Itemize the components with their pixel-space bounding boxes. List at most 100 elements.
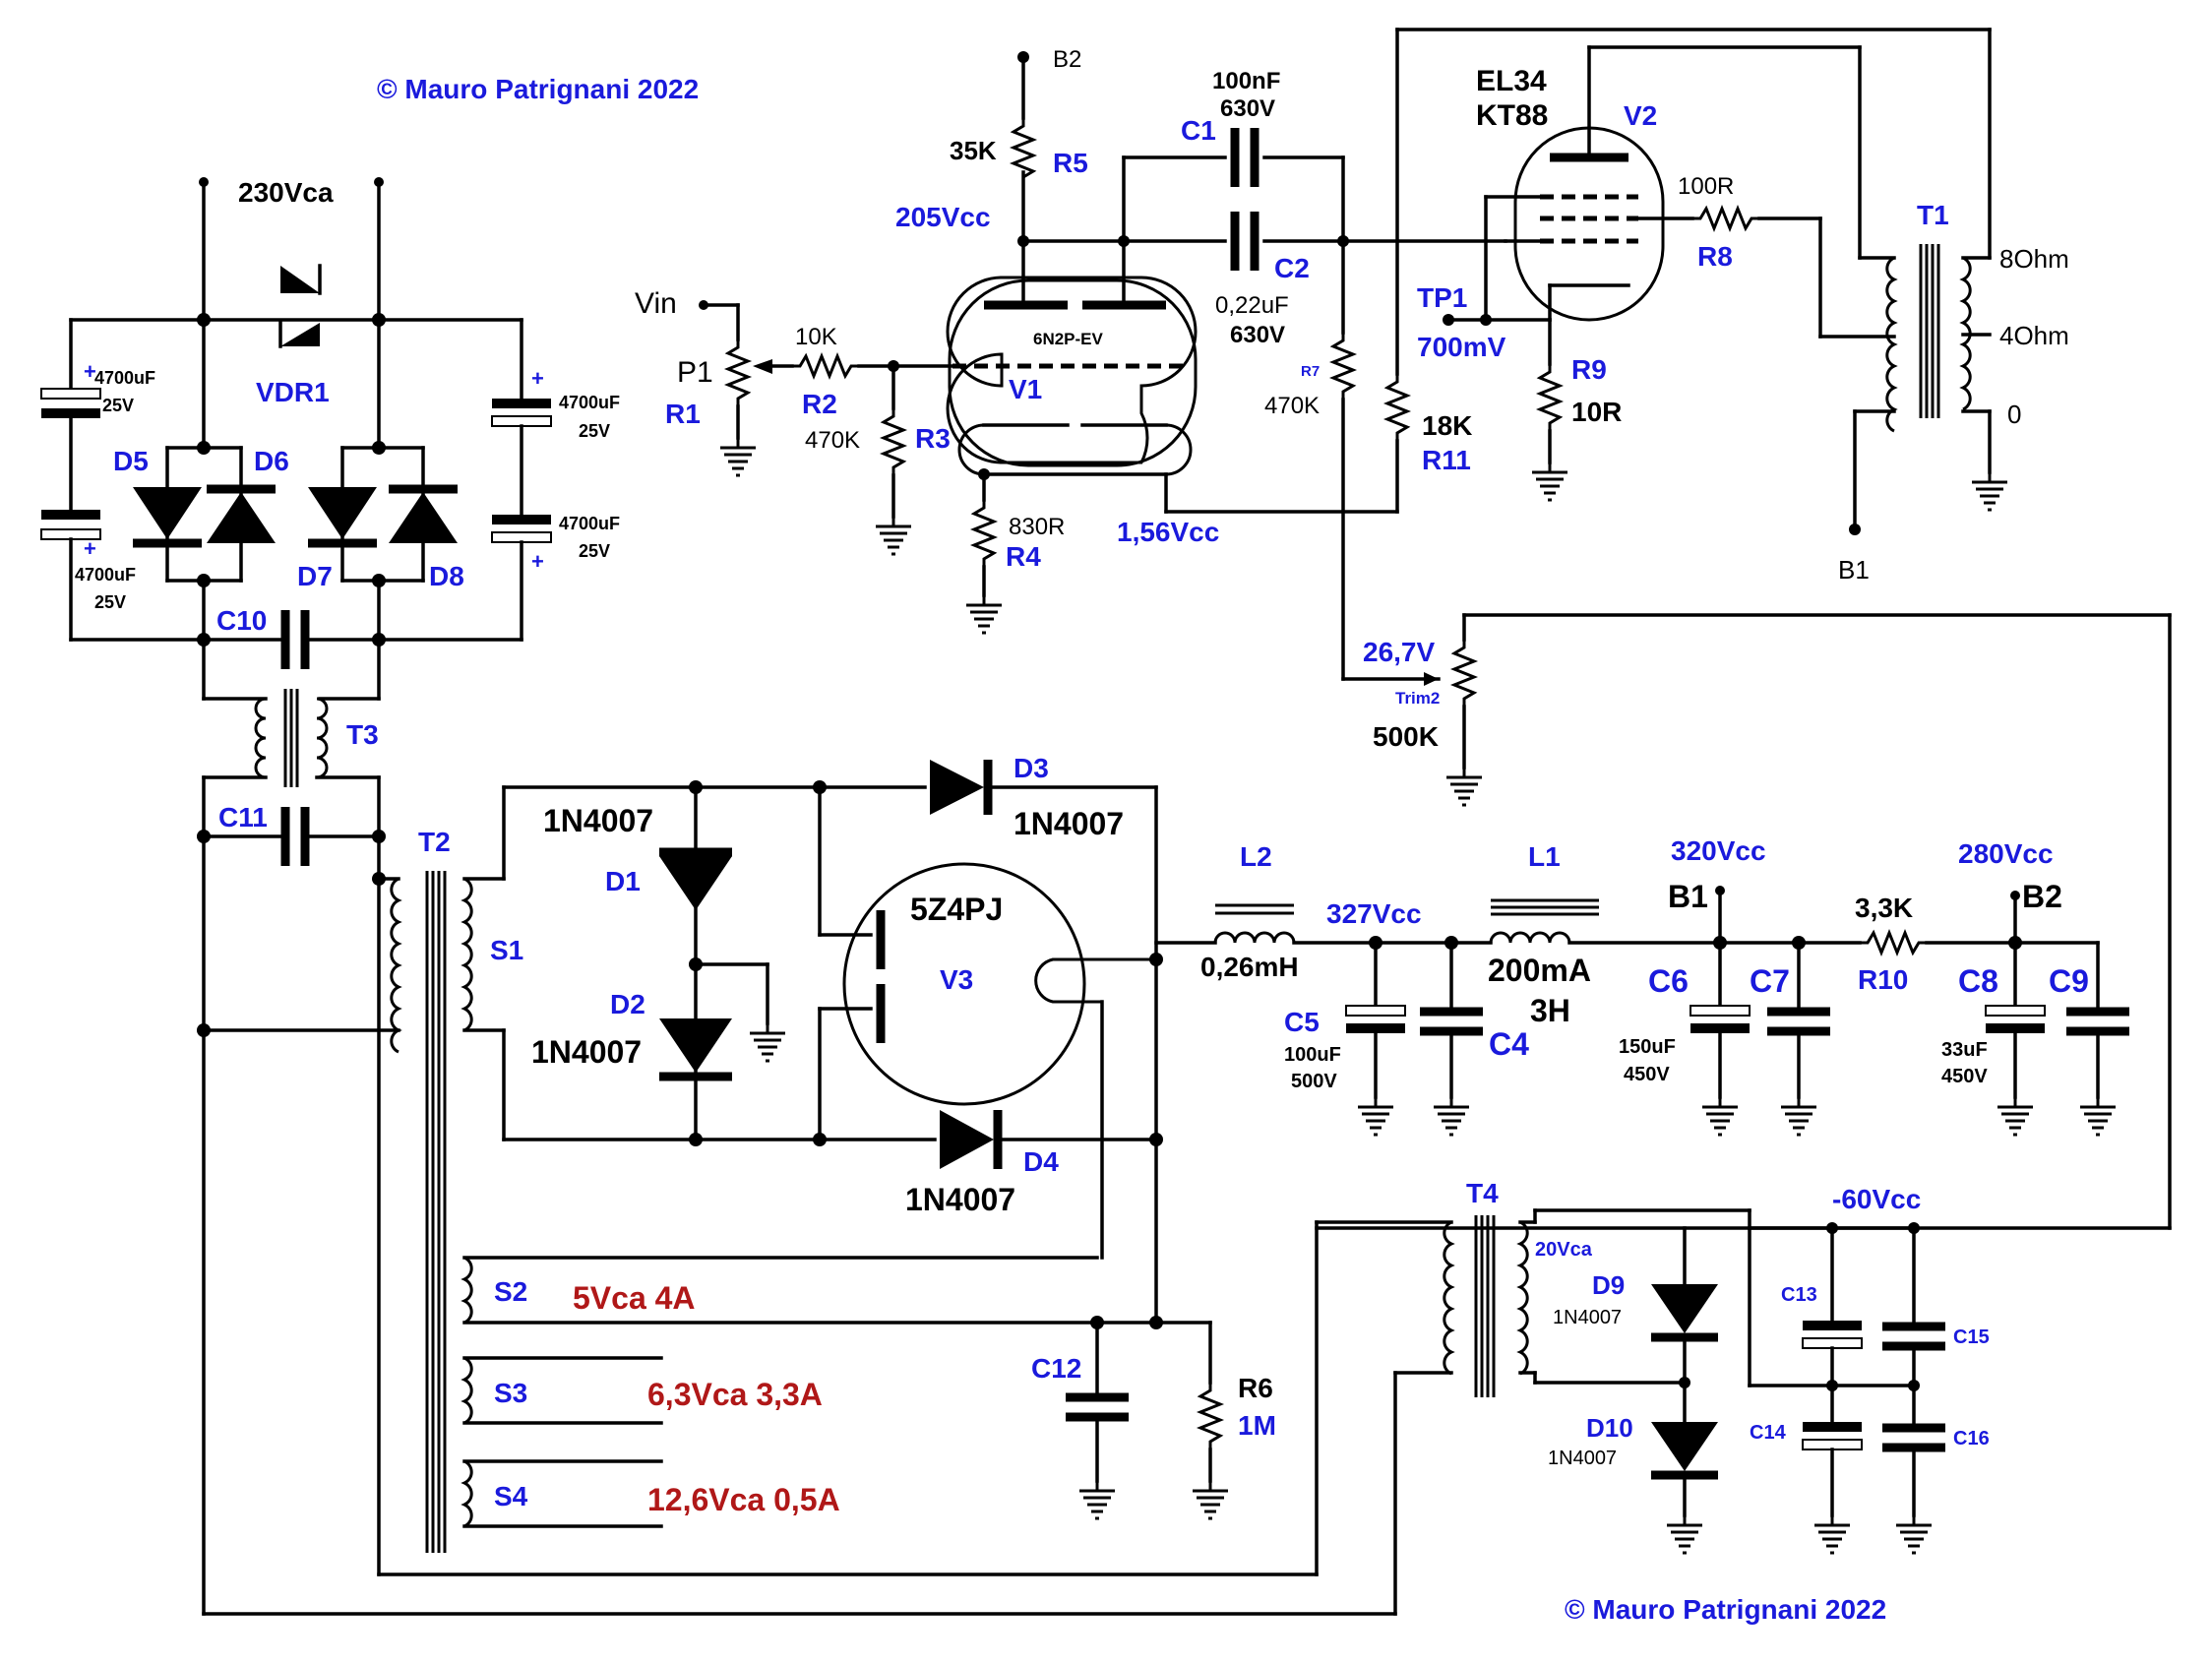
cap-value: 4700uF: [75, 565, 136, 585]
cap-voltage: 25V: [579, 421, 610, 441]
cathode-voltage: 1,56Vcc: [1117, 517, 1219, 547]
d4-label: D4: [1023, 1146, 1059, 1177]
filter-section: L2 0,26mH 327Vcc C5 100uF 500V C4 L1 200…: [1154, 835, 2129, 1137]
cap-voltage: 25V: [94, 592, 126, 612]
c1-value: 100nF: [1212, 68, 1280, 94]
mains-label: 230Vca: [238, 177, 334, 208]
r6-value: 1M: [1238, 1410, 1276, 1441]
v1-tube: 6N2P-EV V1 830R R4 1,56Vcc B2 35K R5 205…: [895, 46, 1507, 686]
s3-label: S3: [494, 1378, 527, 1408]
v2-type2: KT88: [1476, 99, 1548, 132]
t3-label: T3: [346, 719, 379, 750]
c2-label: C2: [1274, 253, 1310, 283]
r8-value: 100R: [1678, 173, 1734, 200]
l1-label: L1: [1528, 841, 1561, 872]
c4-label: C4: [1489, 1026, 1529, 1062]
r1-label: R1: [665, 399, 701, 429]
s3-rating: 6,3Vca 3,3A: [647, 1377, 823, 1412]
r7-value: 470K: [1264, 393, 1320, 419]
vdr1-label: VDR1: [256, 377, 330, 407]
cap-value: 4700uF: [559, 514, 620, 533]
right-filter-caps: + + 4700uF 25V 4700uF 25V: [377, 318, 620, 642]
t1-tap-8: 8Ohm: [1999, 244, 2069, 274]
r5-value: 35K: [950, 136, 997, 165]
c6-voltage: 450V: [1624, 1064, 1670, 1085]
d5-label: D5: [113, 446, 149, 476]
rectifier-section: D1 1N4007 D2 1N4007 D3 1N4007 D4 1N4007 …: [462, 753, 1276, 1520]
v327-label: 327Vcc: [1326, 898, 1422, 929]
d1-label: D1: [605, 866, 641, 896]
c10-label: C10: [216, 605, 267, 636]
s1-label: S1: [490, 935, 523, 965]
plus-sign: +: [531, 366, 544, 391]
r2-value: 10K: [795, 324, 837, 350]
l1-current: 200mA: [1488, 953, 1591, 988]
v1-type: 6N2P-EV: [1033, 330, 1104, 348]
copyright-top: © Mauro Patrignani 2022: [377, 74, 699, 104]
v3-label: V3: [940, 964, 973, 995]
r11-value: 18K: [1422, 410, 1472, 441]
c5-label: C5: [1284, 1007, 1320, 1037]
d7-label: D7: [297, 561, 333, 591]
d9-label: D9: [1592, 1270, 1625, 1300]
b1-node-label: B1: [1668, 879, 1708, 914]
t1-b1-label: B1: [1838, 555, 1870, 585]
s2-rating: 5Vca 4A: [573, 1280, 696, 1316]
c2-value: 0,22uF: [1215, 292, 1289, 319]
r11-label: R11: [1422, 445, 1471, 475]
diode-bridge-d5-d8: D5 D6 D7 D8: [113, 318, 464, 591]
plus-sign: +: [84, 536, 96, 561]
r9-value: 10R: [1571, 397, 1622, 427]
c16-label: C16: [1953, 1428, 1990, 1449]
t2-transformer: T2 S1 S2 5Vca 4A S3 6,3Vca 3,3A S4 12,6V…: [197, 827, 1158, 1553]
c8-label: C8: [1958, 963, 1998, 999]
c1-label: C1: [1181, 115, 1216, 146]
p1-label: P1: [677, 356, 713, 389]
r8-label: R8: [1697, 241, 1733, 272]
bias-voltage: 26,7V: [1363, 637, 1435, 667]
s4-label: S4: [494, 1481, 528, 1511]
c15-label: C15: [1953, 1326, 1990, 1348]
b2-node-label: B2: [2022, 879, 2062, 914]
plus-sign: +: [84, 359, 96, 384]
c1-voltage: 630V: [1220, 95, 1275, 122]
left-filter-caps: + + 4700uF 25V 4700uF 25V: [40, 318, 206, 642]
c6-value: 150uF: [1619, 1036, 1676, 1058]
c13-label: C13: [1781, 1284, 1817, 1306]
v2-label: V2: [1624, 100, 1657, 131]
d4-type: 1N4007: [905, 1182, 1015, 1217]
trim2-label: Trim2: [1395, 689, 1440, 708]
d10-label: D10: [1586, 1413, 1633, 1443]
d2-label: D2: [610, 989, 645, 1019]
v2-type1: EL34: [1476, 65, 1547, 97]
trim2-value: 500K: [1373, 721, 1439, 752]
t1-tap-0: 0: [2007, 400, 2021, 429]
t1-tap-4: 4Ohm: [1999, 321, 2069, 350]
plus-sign: +: [531, 549, 544, 574]
r9-label: R9: [1571, 354, 1607, 385]
c5-value: 100uF: [1284, 1044, 1341, 1066]
tp1-value: 700mV: [1417, 332, 1506, 362]
r6-label: R6: [1238, 1373, 1273, 1403]
bias-section: 26,7V Trim2 500K T4 20Vca D9 1N4007 D10 …: [202, 613, 2172, 1616]
v320-label: 320Vcc: [1671, 835, 1766, 866]
d6-label: D6: [254, 446, 289, 476]
d9-type: 1N4007: [1553, 1307, 1622, 1328]
b2-label: B2: [1053, 46, 1081, 73]
v2-tube: EL34 KT88 V2 100R R8 TP1 700mV R9 10R 18…: [1385, 28, 1992, 514]
c7-label: C7: [1750, 963, 1790, 999]
d10-type: 1N4007: [1548, 1448, 1617, 1469]
r2-label: R2: [802, 389, 837, 419]
c8-voltage: 450V: [1941, 1066, 1988, 1087]
s4-rating: 12,6Vca 0,5A: [647, 1482, 840, 1517]
vdr1-varistor: VDR1: [202, 264, 381, 407]
cap-voltage: 25V: [579, 541, 610, 561]
r4-label: R4: [1006, 541, 1041, 572]
d2-type: 1N4007: [531, 1034, 642, 1070]
r10-label: R10: [1858, 964, 1908, 995]
c12-label: C12: [1031, 1353, 1081, 1384]
r3-label: R3: [915, 423, 951, 454]
c10-cap: C10: [69, 579, 523, 669]
c5-voltage: 500V: [1291, 1071, 1337, 1092]
